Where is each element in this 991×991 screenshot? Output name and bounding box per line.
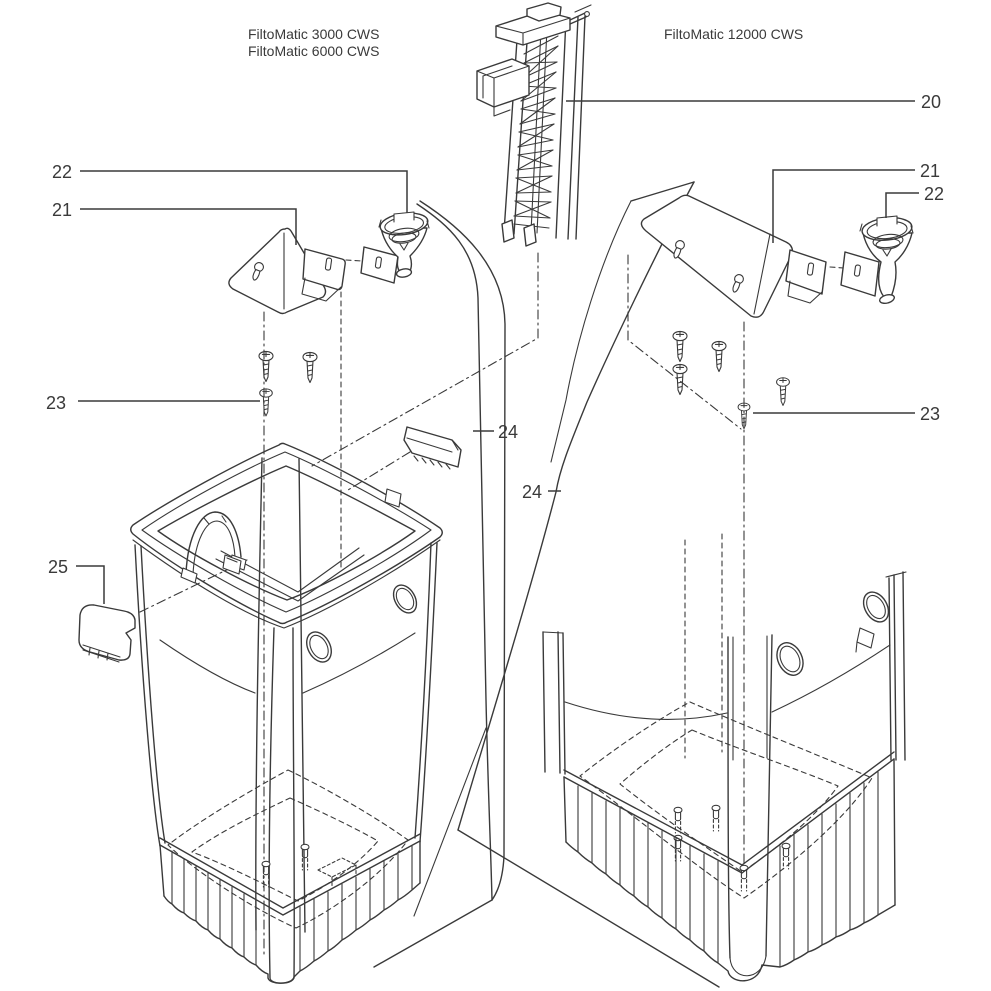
- leader-line-right-21: [772, 169, 915, 243]
- screws-right: [672, 330, 790, 430]
- titles: FiltoMatic 3000 CWS FiltoMatic 6000 CWS …: [248, 26, 803, 59]
- cover-panel-left: [373, 200, 506, 968]
- corner-bracket-left: [228, 227, 399, 315]
- title-left-line2: FiltoMatic 6000 CWS: [248, 43, 379, 59]
- leader-line-left-25: [76, 565, 105, 604]
- part-label-left-22: 22: [52, 162, 72, 182]
- alignment-lines-right: [627, 254, 745, 869]
- part-label-left-25: 25: [48, 557, 68, 577]
- leader-line-left-22: [80, 170, 408, 213]
- inlet-funnel-right: [859, 215, 914, 305]
- part-label-20: 20: [921, 92, 941, 112]
- part-label-left-21: 21: [52, 200, 72, 220]
- part-label-right-21: 21: [920, 161, 940, 181]
- inlet-funnel-left: [378, 211, 430, 278]
- title-right: FiltoMatic 12000 CWS: [664, 26, 803, 42]
- part-label-right-24: 24: [522, 482, 542, 502]
- filter-container-right: [542, 571, 907, 982]
- cover-panel-right: [457, 181, 720, 988]
- bracket-flange-left: [302, 248, 346, 291]
- bracket-flange-right: [785, 249, 827, 295]
- panel-slide-strip: [403, 426, 462, 468]
- screws-left: [258, 350, 318, 417]
- title-left-line1: FiltoMatic 3000 CWS: [248, 26, 379, 42]
- slide-clip-25: [78, 604, 136, 663]
- leader-line-right-22: [885, 192, 919, 218]
- alignment-lines-left: [139, 252, 539, 956]
- callouts: 20 22 21 23 24 25 21 22 23 24: [46, 92, 944, 604]
- cleaning-ladder-unit: [476, 2, 592, 247]
- part-label-right-22: 22: [924, 184, 944, 204]
- part-label-right-23: 23: [920, 404, 940, 424]
- corner-bracket-right: [640, 194, 880, 318]
- part-label-left-24: 24: [498, 422, 518, 442]
- filter-container-left: [130, 442, 443, 984]
- part-label-left-23: 23: [46, 393, 66, 413]
- leader-line-left-21: [80, 208, 297, 245]
